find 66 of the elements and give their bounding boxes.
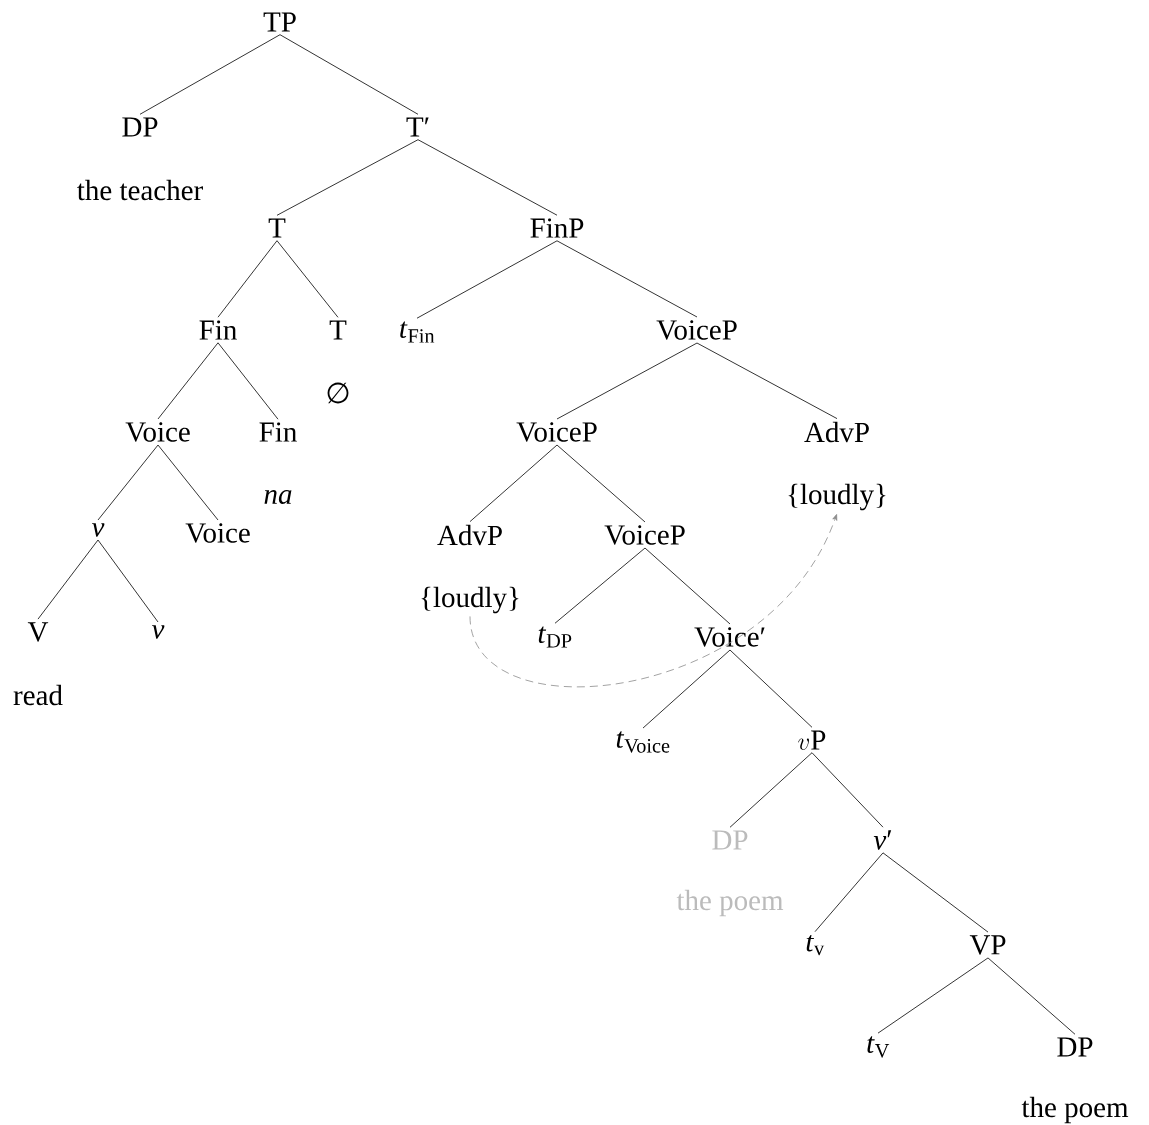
branch-line bbox=[642, 649, 731, 729]
branch-line bbox=[882, 852, 989, 933]
terminal-word: read bbox=[13, 684, 63, 706]
branch-line bbox=[416, 240, 558, 319]
terminal-word: ∅ bbox=[327, 382, 349, 404]
tree-label: Fin bbox=[259, 422, 297, 442]
tree-label: T bbox=[329, 320, 347, 340]
tree-label: t$_{v}$ bbox=[806, 934, 825, 956]
branch-line bbox=[987, 957, 1076, 1035]
tree-label: v bbox=[91, 523, 105, 537]
branch-line bbox=[276, 139, 419, 216]
branch-line bbox=[37, 539, 99, 620]
tree-label: Voice bbox=[125, 422, 190, 442]
branch-line bbox=[97, 539, 159, 623]
branch-line bbox=[556, 444, 646, 523]
tree-label: Fin bbox=[199, 320, 237, 340]
branch-line bbox=[469, 444, 558, 522]
branch-line bbox=[157, 342, 219, 420]
tree-label: T bbox=[268, 218, 286, 238]
branch-line bbox=[217, 240, 278, 318]
terminal-word: the poem bbox=[676, 889, 784, 917]
tree-label: t$_{Fin}$ bbox=[400, 321, 435, 343]
tree-label: VoiceP bbox=[604, 525, 685, 545]
tree-label: v′ bbox=[873, 830, 892, 850]
branch-line bbox=[217, 342, 279, 420]
tree-label: DP bbox=[1057, 1037, 1093, 1057]
tree-label: t$_{Voice}$ bbox=[616, 731, 670, 753]
tree-label: VoiceP bbox=[656, 320, 737, 340]
branch-line bbox=[811, 752, 884, 828]
tree-label: DP bbox=[712, 830, 748, 850]
branch-line bbox=[279, 34, 419, 115]
tree-label: Voice bbox=[185, 523, 250, 543]
branch-line bbox=[157, 444, 219, 521]
tree-label: Voice′ bbox=[694, 627, 765, 647]
branch-line bbox=[139, 34, 281, 115]
terminal-word: the poem bbox=[1021, 1096, 1129, 1124]
tree-label: {loudly} bbox=[788, 483, 886, 511]
tree-label: t$_{V}$ bbox=[867, 1036, 890, 1058]
branch-line bbox=[814, 852, 884, 933]
tree-label: V bbox=[27, 622, 49, 642]
branch-line bbox=[97, 444, 159, 521]
branch-line bbox=[276, 240, 339, 318]
branch-line bbox=[554, 547, 646, 624]
branch-line bbox=[417, 139, 558, 216]
tree-label: $v\mathrm{P}$ bbox=[798, 730, 826, 750]
movement-arrow bbox=[469, 514, 838, 688]
tree-label: TP bbox=[263, 12, 296, 32]
branch-line bbox=[556, 240, 698, 318]
tree-label: AdvP bbox=[804, 421, 869, 443]
branch-line bbox=[696, 342, 838, 419]
terminal-word: na bbox=[264, 490, 292, 504]
terminal-word: the teacher bbox=[77, 179, 203, 201]
tree-label: VP bbox=[969, 935, 1006, 955]
tree-label: VoiceP bbox=[516, 422, 597, 442]
branch-line bbox=[877, 957, 989, 1034]
tree-label: t$_{DP}$ bbox=[538, 626, 572, 648]
tree-label: FinP bbox=[530, 218, 584, 238]
branch-line bbox=[729, 649, 813, 728]
tree-label: {loudly} bbox=[421, 586, 519, 614]
tree-label: DP bbox=[122, 117, 158, 137]
tree-label: T′ bbox=[406, 117, 429, 137]
tree-label: v bbox=[151, 625, 165, 639]
branch-line bbox=[556, 342, 698, 420]
tree-label: AdvP bbox=[437, 524, 502, 546]
branch-line bbox=[644, 547, 731, 625]
branch-line bbox=[729, 752, 813, 828]
